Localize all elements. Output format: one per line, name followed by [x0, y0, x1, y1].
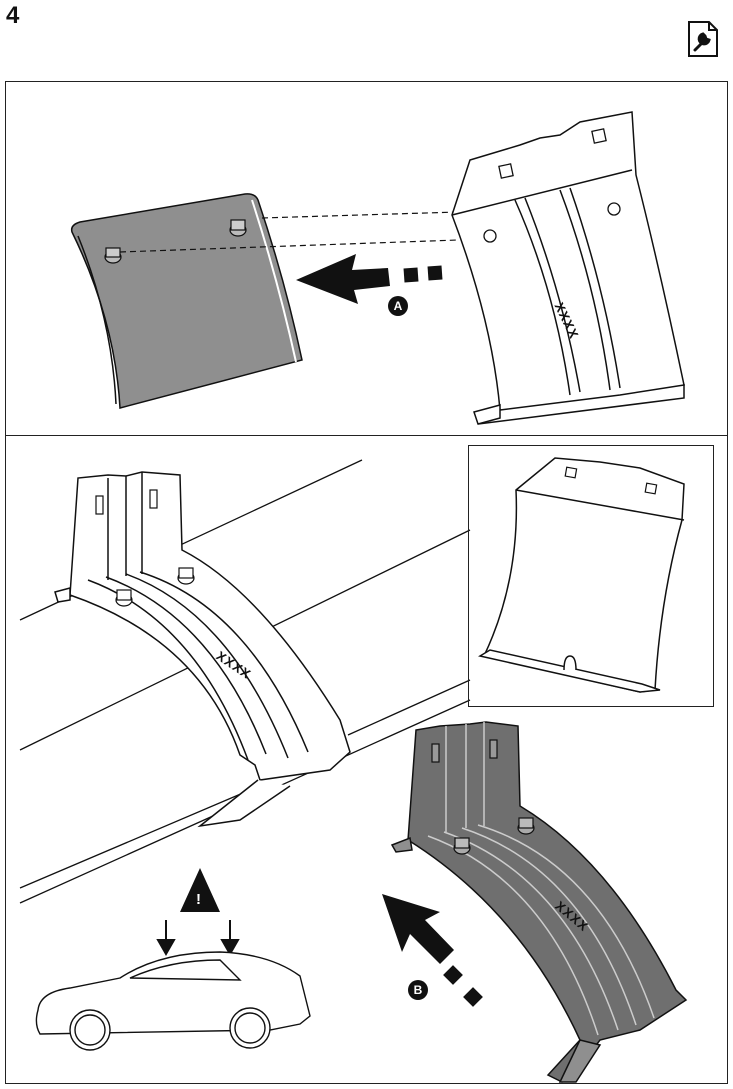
- top-panel-frame: [5, 81, 728, 436]
- step-number: 4: [6, 2, 20, 29]
- label-b: B: [408, 980, 428, 1000]
- bottom-panel-frame: [5, 435, 728, 1084]
- label-a: A: [388, 296, 408, 316]
- detail-inset-frame: [468, 445, 714, 707]
- wrench-document-icon: [688, 21, 718, 57]
- warning-symbol: !: [196, 891, 201, 908]
